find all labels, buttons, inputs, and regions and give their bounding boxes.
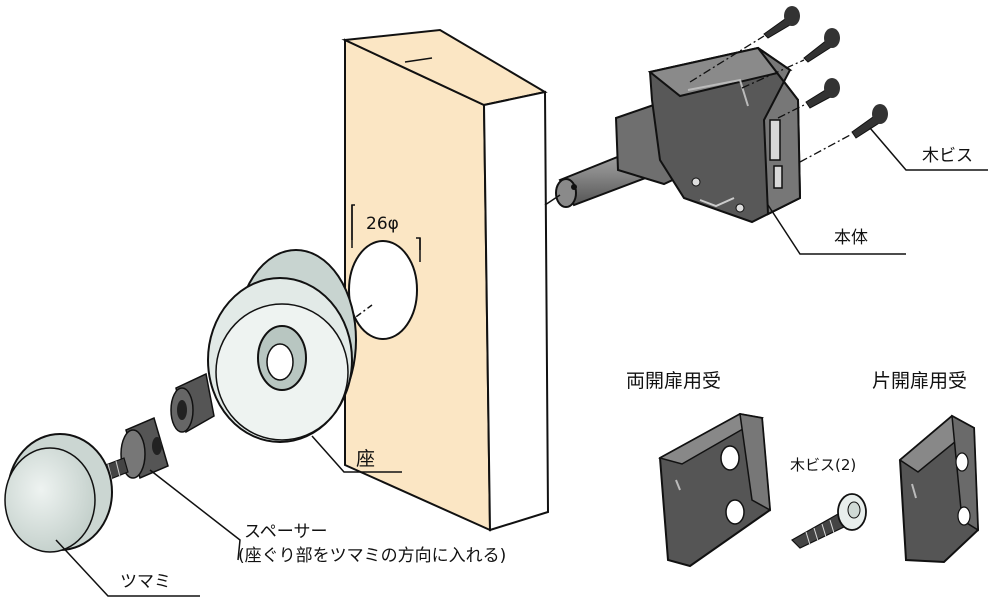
label-double-door-receiver: 両開扉用受 [626, 370, 722, 392]
wood-screw-4 [799, 104, 888, 163]
door-panel [341, 28, 550, 532]
label-seat: 座 [356, 448, 376, 470]
double-door-receiver [658, 412, 772, 568]
leader-knob [55, 539, 200, 597]
wood-screws [689, 6, 888, 163]
spacer-small [170, 372, 215, 434]
knob [4, 433, 129, 553]
label-wood-screw: 木ビス [922, 146, 973, 166]
wood-screw-3 [777, 78, 840, 119]
wood-screw-1 [689, 6, 800, 83]
single-door-receiver [898, 414, 980, 564]
label-wood-screw-2: 木ビス(2) [790, 456, 857, 474]
seat [207, 249, 357, 443]
wood-screw-2 [741, 28, 840, 89]
leader-seat [311, 435, 402, 473]
label-spacer: スペーサー [244, 522, 328, 542]
label-body: 本体 [834, 228, 868, 248]
leader-wood-screw [869, 127, 988, 171]
lock-body [555, 46, 802, 224]
door-hole [348, 240, 418, 340]
leader-body [767, 204, 906, 255]
wood-screw-small [791, 493, 867, 549]
label-spacer-note: (座ぐり部をツマミの方向に入れる) [238, 546, 507, 566]
door-edge [482, 90, 550, 532]
label-knob: ツマミ [120, 572, 171, 592]
label-single-door-receiver: 片開扉用受 [872, 370, 968, 392]
spacer-large [120, 416, 169, 480]
label-diameter: 26φ [366, 214, 399, 234]
leader-spacer [149, 469, 241, 561]
